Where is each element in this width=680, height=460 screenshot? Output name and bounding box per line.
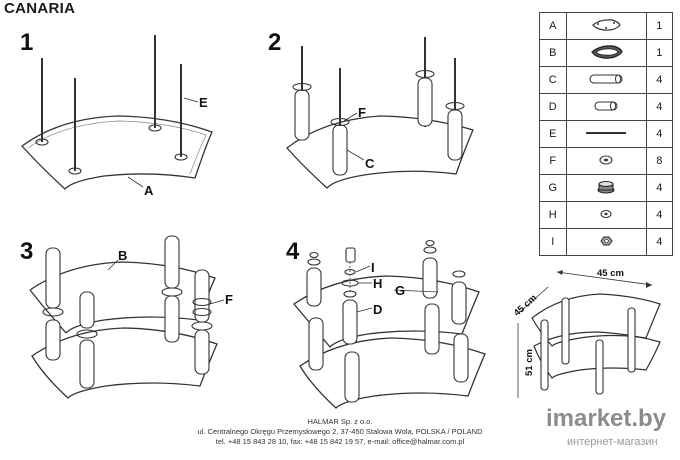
part-letter: E — [539, 120, 567, 148]
long-tube-icon — [586, 73, 626, 89]
step-4-legs — [306, 257, 469, 403]
part-quantity: 4 — [645, 174, 674, 202]
part-letter: D — [539, 93, 567, 121]
watermark-logo: imarket.by — [546, 405, 666, 433]
part-letter: H — [539, 201, 567, 229]
step-3-legs — [45, 235, 210, 389]
part-letter: B — [539, 39, 567, 67]
short-tube-icon — [586, 100, 626, 116]
nut-icon — [596, 236, 616, 252]
step-1-number: 1 — [20, 29, 33, 56]
step-4-label-d: D — [373, 302, 382, 317]
step-1-illustration: 1 E A — [20, 29, 213, 198]
part-picture — [565, 66, 647, 94]
watermark-text: imarket.by — [546, 405, 667, 432]
footer-contact: tel. +48 15 843 28 10, fax: +48 15 842 1… — [215, 437, 465, 446]
step-1-label-e: E — [199, 95, 208, 110]
glass-top-small-icon — [586, 18, 626, 37]
part-letter: C — [539, 66, 567, 94]
part-quantity: 4 — [645, 93, 674, 121]
part-picture — [565, 228, 647, 256]
step-3-label-f: F — [225, 292, 233, 307]
part-quantity: 4 — [645, 228, 674, 256]
step-4-label-i: I — [371, 260, 375, 275]
step-2-illustration: 2 F C — [268, 29, 474, 189]
part-quantity: 8 — [645, 147, 674, 175]
foot-cap-icon — [594, 180, 618, 198]
dimension-depth: 45 cm — [512, 293, 539, 319]
part-quantity: 4 — [645, 66, 674, 94]
part-quantity: 1 — [645, 12, 674, 40]
part-letter: G — [539, 174, 567, 202]
small-washer-icon — [596, 209, 616, 224]
glass-top-large-icon — [586, 44, 626, 64]
part-picture — [565, 12, 647, 40]
watermark-subtitle: интернет-магазин — [567, 436, 658, 448]
step-3-number: 3 — [20, 238, 33, 265]
part-quantity: 4 — [645, 120, 674, 148]
step-4-label-g: G — [395, 283, 405, 298]
part-picture — [565, 201, 647, 229]
step-4-illustration: 4 I H G D — [286, 238, 486, 409]
footer-company-name: HALMAR Sp. z o.o. — [307, 417, 373, 426]
step-3-washers — [42, 287, 213, 339]
step-4-exploded-parts — [341, 247, 359, 292]
step-2-label-c: C — [365, 156, 375, 171]
part-letter: F — [539, 147, 567, 175]
part-letter: I — [539, 228, 567, 256]
part-quantity: 4 — [645, 201, 674, 229]
part-picture — [565, 147, 647, 175]
step-3-illustration: 3 B F — [20, 235, 233, 399]
step-2-tubes — [294, 77, 463, 176]
dimension-view: 45 cm 45 cm 51 cm — [512, 268, 661, 398]
step-3-label-b: B — [118, 248, 127, 263]
part-picture — [565, 39, 647, 67]
washer-icon — [596, 154, 616, 170]
part-quantity: 1 — [645, 39, 674, 67]
threaded-rod-icon — [584, 128, 628, 140]
part-picture — [565, 174, 647, 202]
step-1-label-a: A — [144, 183, 154, 198]
footer-address: ul. Centralnego Okręgu Przemysłowego 2, … — [197, 427, 483, 436]
step-1-rods — [41, 35, 182, 171]
step-4-number: 4 — [286, 238, 300, 265]
part-picture — [565, 93, 647, 121]
company-footer: HALMAR Sp. z o.o. ul. Centralnego Okręgu… — [0, 417, 680, 447]
step-2-number: 2 — [268, 29, 281, 56]
dimension-height: 51 cm — [524, 349, 535, 376]
dimension-width: 45 cm — [597, 268, 624, 279]
step-2-label-f: F — [358, 105, 366, 120]
part-picture — [565, 120, 647, 148]
step-4-caps — [307, 239, 466, 298]
part-letter: A — [539, 12, 567, 40]
step-4-label-h: H — [373, 276, 382, 291]
document-title: CANARIA — [4, 0, 76, 17]
step-2-washers — [292, 69, 465, 127]
